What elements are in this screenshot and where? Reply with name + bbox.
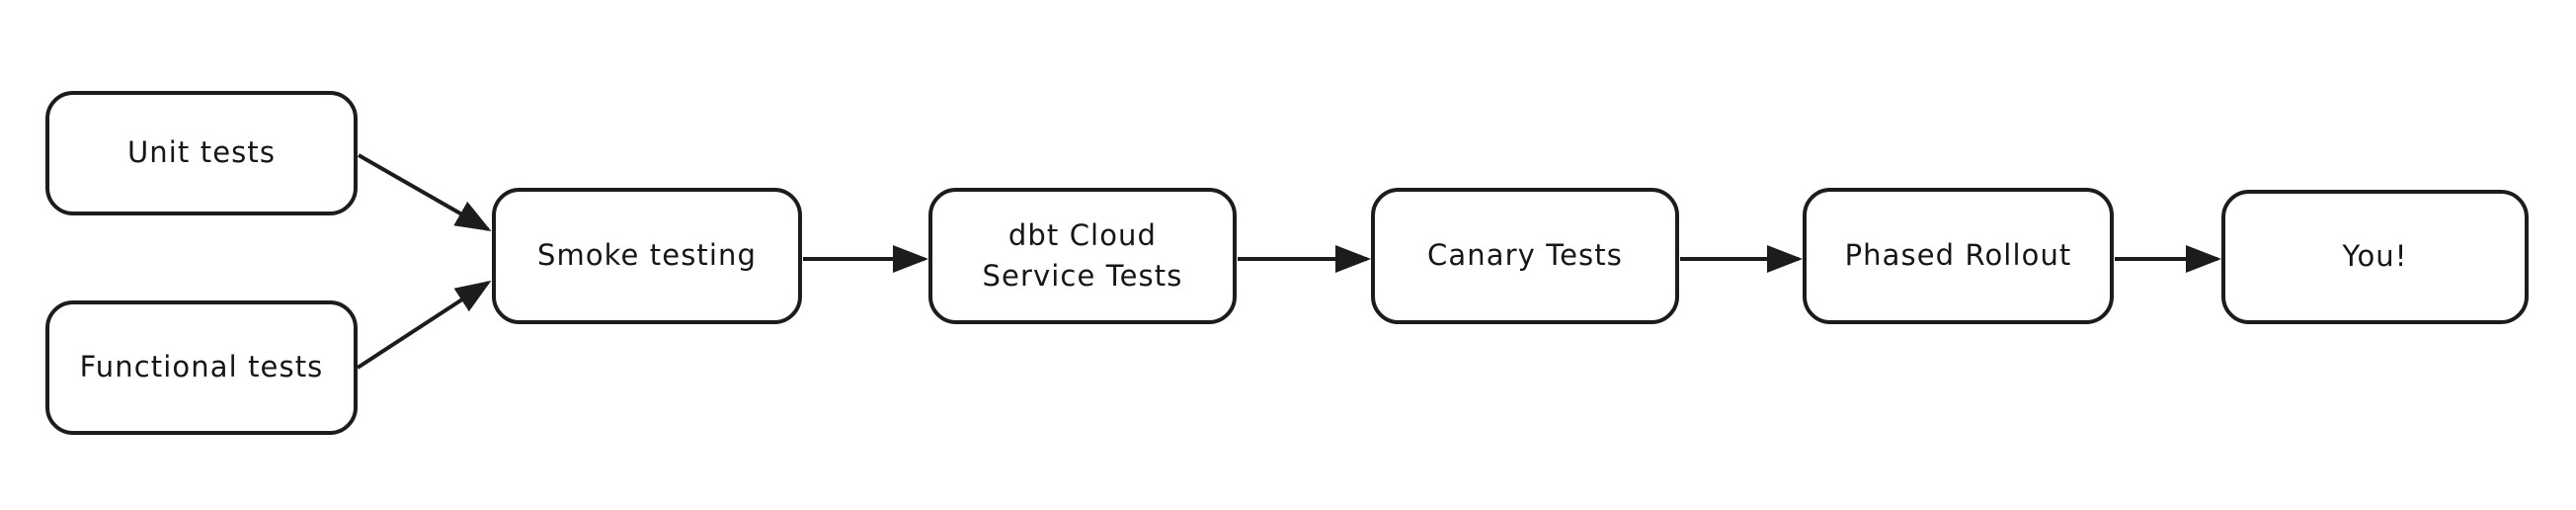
node-label-unit-tests: Unit tests <box>126 135 277 170</box>
node-label-canary-tests: Canary Tests <box>1427 238 1623 273</box>
edge-unit-tests-to-smoke-testing <box>358 153 492 231</box>
node-label-you: You! <box>2342 239 2408 274</box>
node-unit-tests[interactable]: Unit tests <box>45 91 358 215</box>
node-you[interactable]: You! <box>2221 190 2529 324</box>
node-functional-tests[interactable]: Functional tests <box>45 300 358 435</box>
node-label-smoke-testing: Smoke testing <box>536 238 758 273</box>
node-phased-rollout[interactable]: Phased Rollout <box>1803 188 2114 324</box>
node-label-dbt-cloud-service-tests: dbt Cloud Service Tests <box>982 217 1183 293</box>
node-label-functional-tests: Functional tests <box>79 350 324 384</box>
node-smoke-testing[interactable]: Smoke testing <box>492 188 802 324</box>
node-dbt-cloud-service-tests[interactable]: dbt Cloud Service Tests <box>928 188 1237 324</box>
edge-functional-tests-to-smoke-testing <box>356 280 492 370</box>
node-canary-tests[interactable]: Canary Tests <box>1371 188 1679 324</box>
node-label-phased-rollout: Phased Rollout <box>1844 238 2072 273</box>
